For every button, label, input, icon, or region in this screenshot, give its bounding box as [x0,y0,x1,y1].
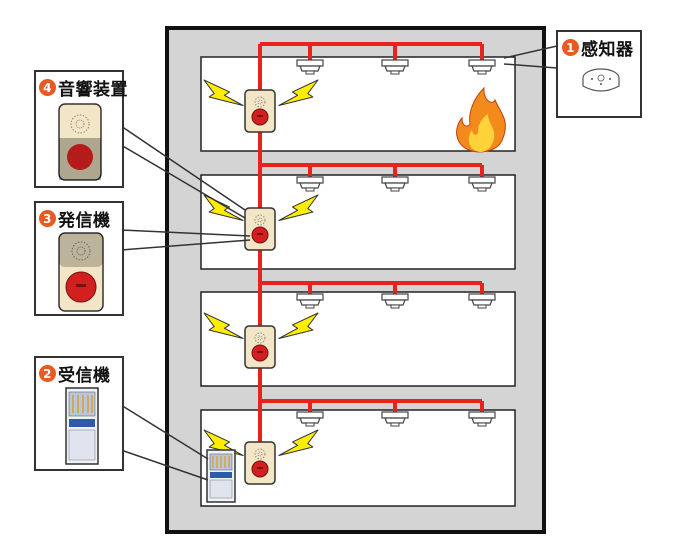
callout-detector: 1 感知器 [556,30,642,118]
alarm-unit-icon [244,89,276,133]
sounder-label: 音響装置 [58,80,128,100]
fire-icon [456,86,506,153]
alarm-unit-icon [244,325,276,369]
receiver-label: 受信機 [58,366,111,386]
number-badge: 1 [562,39,579,56]
callout-detector-title: 1 感知器 [562,35,634,60]
callout-receiver: 2 受信機 [34,356,124,471]
callout-receiver-title: 2 受信機 [39,361,111,386]
number-badge: 3 [39,210,56,227]
number-badge: 4 [39,79,56,96]
callout-transmitter: 3 発信機 [34,201,124,316]
transmitter-label: 発信機 [58,211,111,231]
alarm-unit-icon [58,232,104,312]
receiver-panel-icon [206,449,236,503]
number-badge: 2 [39,365,56,382]
alarm-unit-icon [58,103,102,181]
smoke-detector-icon [582,68,620,92]
alarm-unit-icon [244,441,276,485]
callout-sounder: 4 音響装置 [34,70,128,188]
callout-transmitter-title: 3 発信機 [39,206,111,231]
leader-lines [120,45,558,481]
receiver-panel-icon [65,387,99,465]
detector-label: 感知器 [581,40,634,60]
alarm-unit-icon [244,207,276,251]
callout-sounder-title: 4 音響装置 [39,75,128,100]
